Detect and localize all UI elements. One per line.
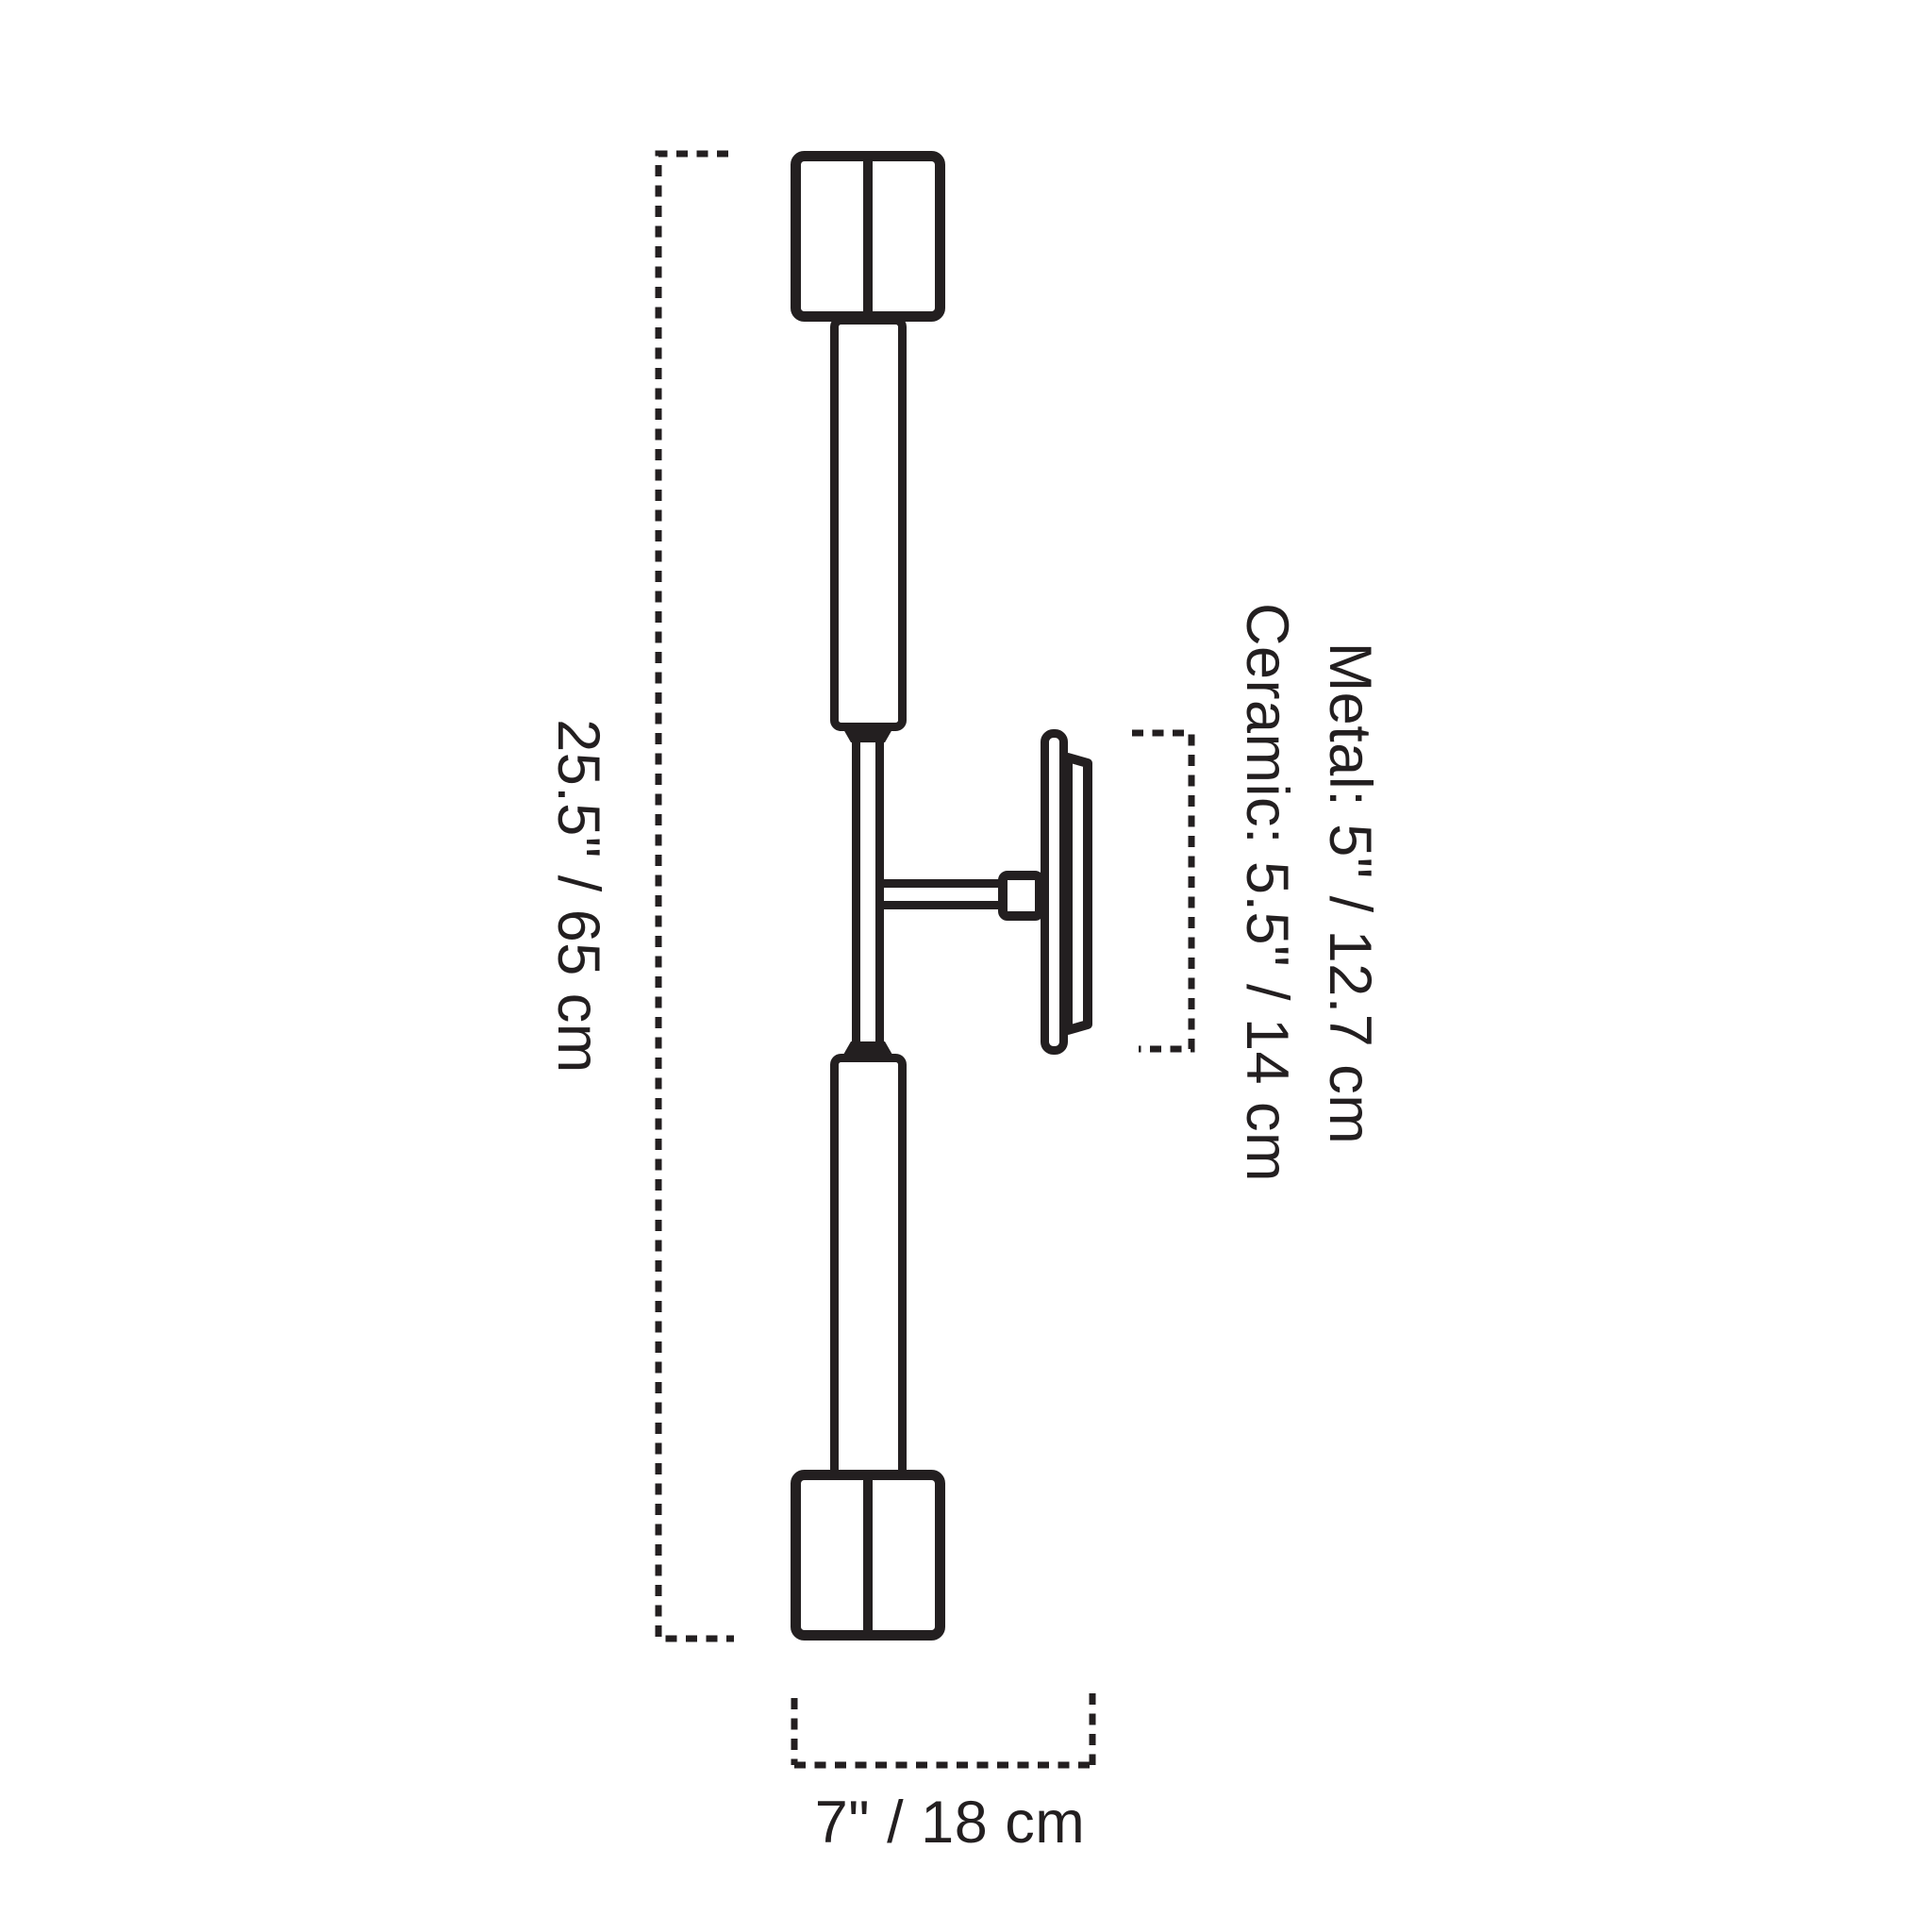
upper-collar [843,729,892,742]
top-shade [791,151,945,322]
ceramic-dimension-label: Ceramic: 5.5" / 14 cm [1234,603,1300,1182]
metal-dimension-label: Metal: 5" / 12.7 cm [1317,642,1383,1145]
overall-height-bracket [655,150,734,1642]
mounting-arm [884,879,1002,909]
projection-width-bracket [791,1693,1096,1769]
bottom-shade [791,1470,945,1641]
wall-plate [1041,729,1068,1055]
projection-width-label: 7" / 18 cm [815,1790,1085,1856]
upper-tube [830,316,907,731]
center-stem [852,736,884,1047]
dimension-brackets [655,150,1195,1769]
lower-tube [830,1054,907,1481]
ceramic-height-bracket [1132,729,1195,1053]
arm-bracket [998,871,1044,921]
overall-height-label: 25.5" / 65 cm [545,719,611,1074]
lower-collar [843,1041,892,1055]
ceramic-backplate [1063,753,1092,1035]
